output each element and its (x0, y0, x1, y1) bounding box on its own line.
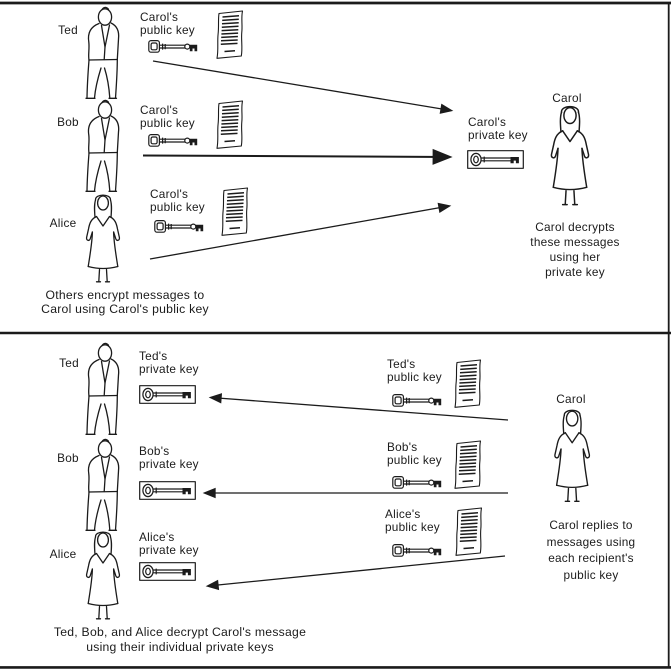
top-carol-note: Carol decrypts these messages using her … (530, 220, 620, 279)
message-document-icon (216, 100, 244, 150)
message-document-icon (216, 10, 244, 60)
top-alice-name: Alice (49, 216, 77, 230)
bottom-caption: Ted, Bob, and Alice decrypt Carol's mess… (53, 625, 307, 654)
ted-figure (85, 342, 120, 435)
alice-private-key-label: Alice's private key (139, 530, 199, 557)
bob-figure (85, 99, 120, 192)
bottom-alice-name: Alice (49, 547, 77, 561)
carols-public-key-icon (154, 220, 204, 233)
top-ted-name: Ted (58, 23, 78, 37)
top-ted-key-label: Carol's public key (140, 10, 195, 37)
bob-to-carol-arrow (142, 148, 453, 165)
alice-public-key-label: Alice's public key (385, 507, 440, 534)
bobs-public-key-icon (392, 476, 442, 489)
bottom-ted-name: Ted (59, 356, 79, 370)
top-carol-key-label: Carol's private key (468, 115, 528, 142)
carol-figure (554, 409, 591, 503)
ted-public-key-label: Ted's public key (387, 357, 442, 384)
alice-figure (85, 194, 121, 283)
bottom-panel-arrows (202, 393, 509, 591)
bottom-panel-figures (85, 342, 591, 620)
bob-public-key-label: Bob's public key (387, 440, 442, 467)
ted-figure (85, 6, 120, 99)
bob-figure (85, 438, 120, 531)
top-alice-key-label: Carol's public key (150, 187, 205, 214)
alices-public-key-icon (392, 543, 442, 557)
top-bob-name: Bob (57, 115, 79, 129)
carol-to-ted-arrow (208, 393, 509, 421)
carols-public-key-icon (148, 134, 198, 147)
top-carol-name: Carol (552, 91, 582, 105)
ted-private-key-label: Ted's private key (139, 349, 199, 376)
top-caption: Others encrypt messages to Carol using C… (41, 288, 209, 316)
alices-private-key-icon (139, 562, 196, 581)
carols-public-key-icon (148, 39, 198, 53)
alice-figure (85, 531, 121, 620)
alice-to-carol-arrow (149, 202, 452, 260)
carol-figure (550, 105, 590, 206)
bottom-bob-name: Bob (57, 451, 79, 465)
teds-public-key-icon (392, 394, 442, 407)
top-bob-key-label: Carol's public key (140, 103, 195, 130)
carol-to-alice-arrow (205, 555, 506, 591)
top-panel-arrows (142, 60, 454, 260)
teds-private-key-icon (139, 385, 196, 404)
bottom-carol-name: Carol (556, 392, 586, 406)
bob-private-key-label: Bob's private key (139, 444, 199, 471)
carols-private-key-icon (467, 150, 524, 169)
ted-to-carol-arrow (152, 60, 454, 114)
bobs-private-key-icon (139, 481, 196, 500)
bottom-carol-note: Carol replies to messages using each rec… (546, 518, 636, 582)
